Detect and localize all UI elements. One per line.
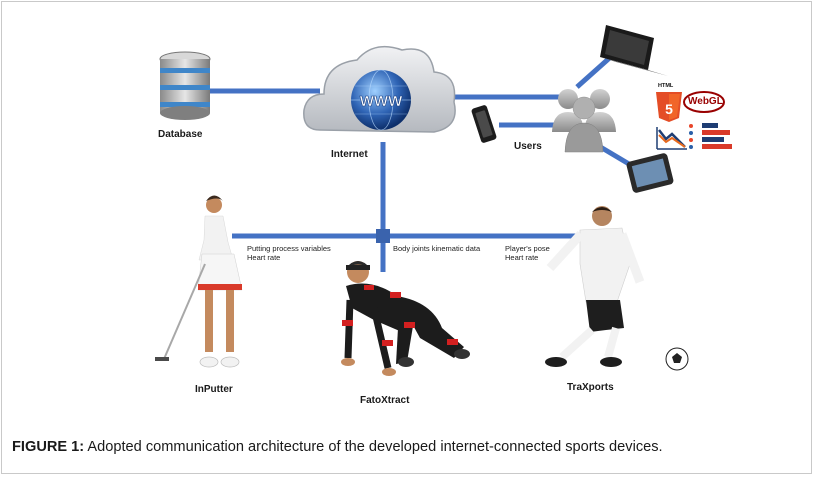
database-label: Database [158,129,203,140]
bar-list-icon [689,123,732,149]
html5-icon: 5 [656,92,682,122]
line-chart-icon [656,127,687,150]
phone-icon [471,105,497,143]
fatoxtract-data-kinematics: Body joints kinematic data [393,244,481,253]
webgl-label: WebGL [688,96,723,107]
users-label: Users [514,141,542,152]
soccer-ball-icon [665,347,689,371]
traxports-data-pose: Player's pose [505,244,550,253]
inputter-athlete-figure [155,195,243,368]
inputter-link-label: Putting process variables Heart rate [247,244,331,262]
html5-label: HTML [658,83,674,89]
network-links [207,52,631,272]
laptop-icon [600,25,668,76]
html5-number: 5 [665,101,673,117]
inputter-data-heart-rate: Heart rate [247,253,281,262]
fatoxtract-link-label: Body joints kinematic data [393,244,480,253]
inputter-label: InPutter [195,384,233,395]
caption-label: FIGURE 1: [12,439,85,455]
globe-icon: WWW [351,69,411,131]
figure-caption: FIGURE 1: Adopted communication architec… [12,439,663,455]
traxports-label: TraXports [567,382,614,393]
link-users-laptop [575,52,616,89]
fatoxtract-label: FatoXtract [360,395,410,406]
traxports-athlete-figure [545,206,645,367]
www-label: WWW [360,93,403,110]
architecture-diagram: WWW 5 [155,25,732,376]
traxports-data-heart-rate: Heart rate [505,253,539,262]
traxports-link-label: Player's pose Heart rate [505,244,550,262]
tablet-icon [626,153,674,193]
users-icon [552,89,616,153]
database-icon [159,51,211,120]
bus-junction [376,229,390,243]
webgl-icon [683,91,725,113]
inputter-data-putting: Putting process variables [247,244,331,253]
internet-label: Internet [331,149,368,160]
caption-text: Adopted communication architecture of th… [84,439,663,455]
fatoxtract-athlete-figure [341,261,470,376]
